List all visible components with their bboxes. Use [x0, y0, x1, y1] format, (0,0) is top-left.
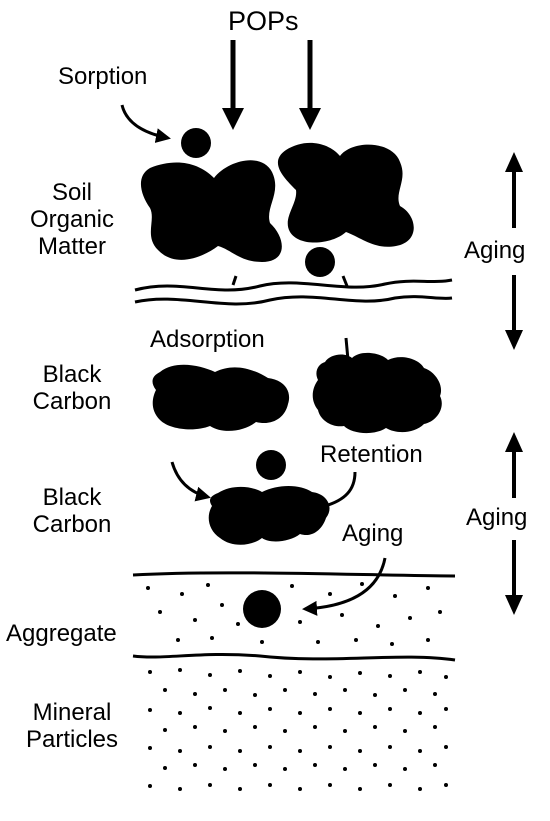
- som-line-3: Matter: [37, 232, 106, 260]
- pop-molecule-icon: [305, 247, 335, 277]
- bc2-line-1: Black: [42, 484, 102, 511]
- aging-label-inner: Aging: [342, 520, 404, 547]
- pop-molecule-icon: [243, 590, 281, 628]
- diagram-title: POPs: [228, 6, 299, 36]
- pops-input-arrows: [222, 40, 321, 130]
- retention-label: Retention: [320, 441, 423, 468]
- adsorption-label: Adsorption: [150, 326, 265, 353]
- aging-arrow-top: [505, 152, 523, 350]
- mineral-line-2: Particles: [25, 725, 119, 753]
- aggregate-top-line: [132, 571, 456, 578]
- soil-organic-matter-blob-right: [277, 142, 414, 247]
- up-arrow-head-icon: [505, 432, 523, 452]
- down-arrow-head-icon: [505, 330, 523, 350]
- pop-molecule-icon: [256, 450, 286, 480]
- aging-label-right: Aging: [466, 504, 528, 531]
- retention-line: [324, 471, 357, 508]
- mineral-particles-label: Mineral Particles: [14, 699, 130, 754]
- black-carbon-blob-right: [312, 352, 442, 434]
- black-carbon-blob-lower: [208, 486, 330, 545]
- dotted-mineral-texture: [148, 668, 448, 791]
- boundary-line: [134, 295, 453, 306]
- mineral-top-line: [132, 652, 456, 662]
- boundary-tick: [231, 275, 238, 286]
- black-carbon-label-1: Black Carbon: [14, 361, 130, 416]
- mineral-line-1: Mineral: [32, 699, 112, 726]
- aggregate-texture: [146, 582, 442, 646]
- sorption-label: Sorption: [58, 63, 148, 90]
- sorption-curved-arrow-icon: [120, 104, 171, 143]
- aging-label-top: Aging: [464, 237, 526, 264]
- soil-organic-matter-blob-left: [140, 160, 282, 262]
- aging-arrow-bottom: [505, 432, 523, 615]
- aggregate-label: Aggregate: [6, 620, 117, 647]
- down-arrow-head-icon: [299, 108, 321, 130]
- down-arrow-head-icon: [505, 595, 523, 615]
- up-arrow-head-icon: [505, 152, 523, 172]
- black-carbon-blob-left: [152, 364, 290, 431]
- black-carbon-label-2: Black Carbon: [14, 484, 130, 539]
- aging-curved-arrow-icon: [302, 557, 387, 616]
- pop-molecule-icon: [181, 128, 211, 158]
- retention-curved-arrow-icon: [170, 461, 211, 502]
- bc2-line-2: Carbon: [32, 510, 112, 538]
- bc1-line-1: Black: [42, 361, 102, 388]
- black-carbon-spike: [344, 337, 350, 361]
- down-arrow-head-icon: [222, 108, 244, 130]
- boundary-line: [134, 278, 453, 292]
- som-line-1: Soil: [51, 179, 93, 206]
- soil-organic-matter-label: Soil Organic Matter: [14, 179, 130, 261]
- boundary-tick: [341, 275, 349, 287]
- bc1-line-2: Carbon: [32, 387, 112, 415]
- som-line-2: Organic: [29, 205, 115, 233]
